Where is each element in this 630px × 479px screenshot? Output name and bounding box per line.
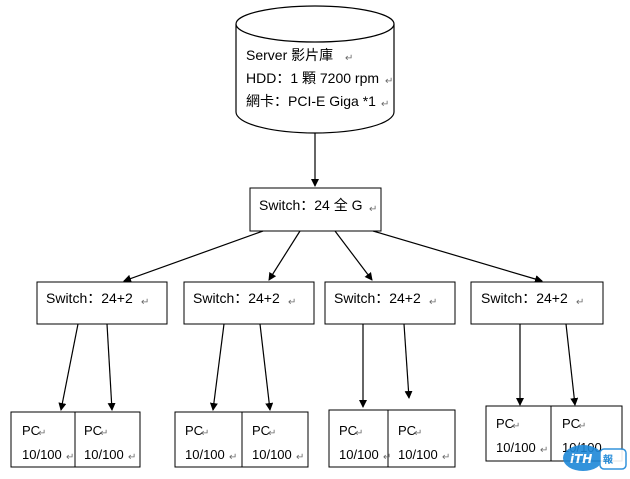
pc-name: PC (22, 423, 40, 438)
pc-speed: 10/100 (339, 447, 379, 462)
pc-name: PC (496, 416, 514, 431)
core-to-switch-4-arrow (372, 230, 543, 283)
paragraph-mark: ↵ (381, 99, 389, 110)
paragraph-mark: ↵ (288, 297, 296, 308)
switch-3-to-pc-arrow (403, 323, 413, 399)
switch-1-to-pc-arrow (106, 323, 116, 411)
paragraph-mark: ↵ (38, 428, 46, 439)
access-switch-label: Switch：24+2 (46, 290, 133, 306)
paragraph-mark: ↵ (141, 297, 149, 308)
ithome-watermark-logo: iTH 報 (563, 445, 627, 471)
pc-box (74, 411, 141, 468)
paragraph-mark: ↵ (414, 428, 422, 439)
pc-box (241, 411, 309, 468)
switch-4-to-pc-arrow (565, 323, 579, 406)
switch-2-to-pc-arrow (259, 323, 274, 411)
paragraph-mark: ↵ (66, 452, 74, 463)
watermark-badge (563, 445, 603, 471)
access-switch-2: Switch：24+2 ↵ (183, 281, 315, 325)
pc-box (387, 409, 456, 468)
paragraph-mark: ↵ (383, 452, 391, 463)
access-switch-3: Switch：24+2 ↵ (324, 281, 456, 325)
paragraph-mark: ↵ (540, 445, 548, 456)
server-cylinder-top (235, 5, 395, 43)
server-nic-text: 網卡：PCI-E Giga *1 (246, 93, 376, 109)
core-to-switch-1-arrow (123, 230, 264, 283)
paragraph-mark: ↵ (128, 452, 136, 463)
server-name-text: Server 影片庫 (246, 47, 333, 63)
paragraph-mark: ↵ (201, 428, 209, 439)
server-hdd-text: HDD：1 顆 7200 rpm (246, 70, 379, 86)
paragraph-mark: ↵ (100, 428, 108, 439)
svg-text:報: 報 (603, 453, 614, 466)
pc-box (328, 409, 389, 468)
pc-name: PC (84, 423, 102, 438)
pc-box (485, 405, 552, 462)
access-switch-1: Switch：24+2 ↵ (36, 281, 168, 325)
server-storage-node: Server 影片庫 ↵ HDD：1 顆 7200 rpm ↵ 網卡：PCI-E… (235, 5, 395, 134)
access-switch-label: Switch：24+2 (481, 290, 568, 306)
core-switch-box (249, 187, 382, 232)
paragraph-mark: ↵ (296, 452, 304, 463)
pc-box (10, 411, 76, 468)
access-switch-4: Switch：24+2 ↵ (470, 281, 604, 325)
paragraph-mark: ↵ (429, 297, 437, 308)
pc-name: PC (252, 423, 270, 438)
access-switch-label: Switch：24+2 (193, 290, 280, 306)
pc-name: PC (185, 423, 203, 438)
core-switch-label: Switch：24 全 G (259, 197, 362, 213)
switch-1-to-pc-arrow (58, 323, 79, 411)
svg-text:iTH: iTH (570, 452, 592, 466)
core-to-switch-2-arrow (268, 230, 301, 281)
paragraph-mark: ↵ (512, 421, 520, 432)
pc-speed: 10/100 (84, 447, 124, 462)
pc-name: PC (398, 423, 416, 438)
pc-speed: 10/100 (398, 447, 438, 462)
pc-speed: 10/100 (185, 447, 225, 462)
core-switch-node: Switch：24 全 G ↵ (249, 187, 382, 232)
paragraph-mark: ↵ (345, 53, 353, 64)
paragraph-mark: ↵ (229, 452, 237, 463)
core-to-switch-3-arrow (334, 230, 373, 281)
paragraph-mark: ↵ (442, 452, 450, 463)
pc-speed: 10/100 (496, 440, 536, 455)
pc-speed: 10/100 (22, 447, 62, 462)
pc-speed: 10/100 (252, 447, 292, 462)
pc-name: PC (562, 416, 580, 431)
watermark-tag (599, 448, 627, 470)
paragraph-mark: ↵ (385, 76, 393, 87)
paragraph-mark: ↵ (268, 428, 276, 439)
access-switch-box (183, 281, 315, 325)
paragraph-mark: ↵ (355, 428, 363, 439)
pc-group-4: PC ↵ 10/100 ↵ PC ↵ 10/100 (485, 405, 623, 462)
paragraph-mark: ↵ (578, 421, 586, 432)
paragraph-mark: ↵ (369, 204, 377, 215)
access-switch-box (324, 281, 456, 325)
paragraph-mark: ↵ (576, 297, 584, 308)
pc-group-2: PC ↵ 10/100 ↵ PC ↵ 10/100 ↵ (174, 411, 309, 468)
switch-2-to-pc-arrow (209, 323, 225, 411)
access-switch-box (470, 281, 604, 325)
access-switch-label: Switch：24+2 (334, 290, 421, 306)
access-switch-box (36, 281, 168, 325)
pc-box (174, 411, 243, 468)
pc-group-3: PC ↵ 10/100 ↵ PC ↵ 10/100 ↵ (328, 409, 456, 468)
pc-name: PC (339, 423, 357, 438)
pc-group-1: PC ↵ 10/100 ↵ PC ↵ 10/100 ↵ (10, 411, 141, 468)
